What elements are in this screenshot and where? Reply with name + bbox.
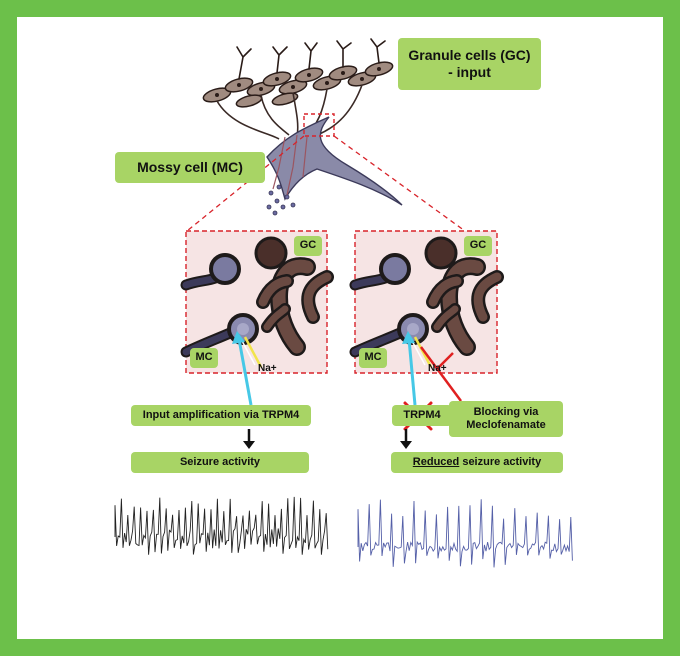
- input-amplification-label: Input amplification via TRPM4: [131, 405, 311, 426]
- blocking-meclofenamate-label: Blocking via Meclofenamate: [449, 401, 563, 437]
- reduced-seizure-activity-label: Reduced seizure activity: [391, 452, 563, 473]
- panel-right-na-label: Na+: [428, 363, 447, 374]
- down-arrow-right: [400, 429, 412, 449]
- seizure-trace-left: [114, 496, 329, 555]
- down-arrow-left: [243, 429, 255, 449]
- blocking-line1: Blocking via: [473, 405, 539, 418]
- reduced-word: Reduced: [412, 455, 460, 468]
- panel-left-gc-label: GC: [294, 236, 322, 256]
- reduced-rest: seizure activity: [459, 455, 542, 468]
- panel-left-na-label: Na+: [258, 363, 277, 374]
- zoom-lines: [186, 135, 466, 232]
- blocking-line2: Meclofenamate: [466, 419, 546, 431]
- granule-cells-title-line1: Granule cells (GC): [408, 47, 531, 64]
- panel-left-mc-label: MC: [190, 348, 218, 368]
- block-line-right: [419, 346, 463, 402]
- panel-right-mc-label: MC: [359, 348, 387, 368]
- trpm4-label: TRPM4: [392, 405, 452, 426]
- granule-cells-title: Granule cells (GC) - input: [398, 38, 541, 90]
- seizure-trace-right: [357, 499, 573, 568]
- mossy-cell-illustration: [266, 113, 403, 216]
- granule-cells-illustration: [202, 38, 394, 140]
- cyan-arrow-left: [232, 331, 253, 406]
- figure-canvas: Granule cells (GC) - input Mossy cell (M…: [17, 17, 663, 639]
- mossy-cell-title: Mossy cell (MC): [115, 152, 265, 183]
- cyan-arrow-right: [402, 331, 417, 406]
- seizure-activity-label: Seizure activity: [131, 452, 309, 473]
- granule-cells-title-line2: - input: [448, 64, 491, 80]
- panel-right-gc-label: GC: [464, 236, 492, 256]
- diagram-graphics: [114, 38, 573, 568]
